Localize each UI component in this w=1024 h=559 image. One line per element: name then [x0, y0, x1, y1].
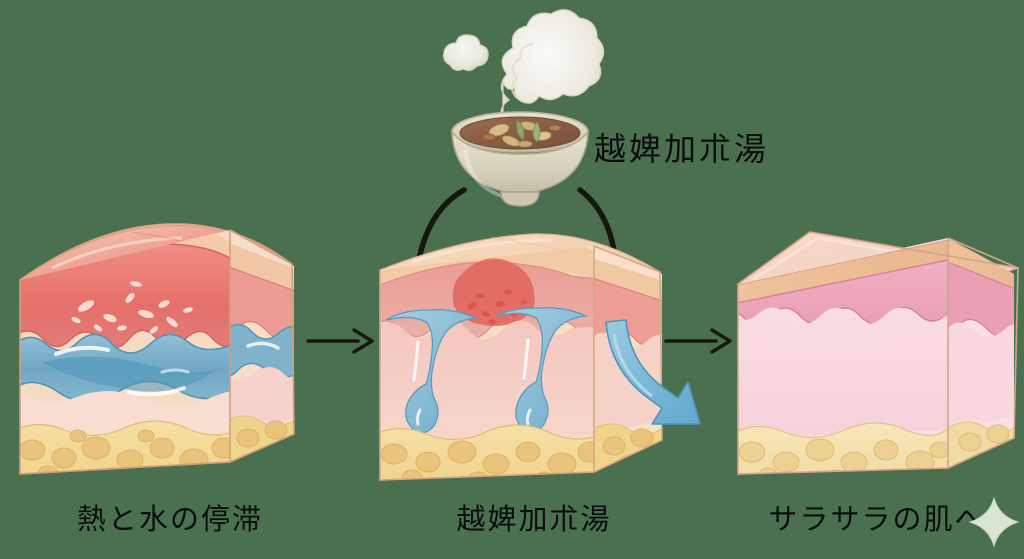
block-edges — [379, 245, 663, 481]
bowl-body — [451, 129, 589, 195]
panel-stagnation-illustration — [12, 222, 302, 487]
caption-stagnation: 熱と水の停滞 — [76, 502, 263, 536]
water-drainage — [385, 307, 589, 434]
flow-arrow-2 — [664, 326, 734, 356]
block-edges — [19, 229, 295, 475]
caption-healthy: サラサラの肌へ — [768, 502, 986, 536]
block-front-face — [380, 246, 594, 480]
sparkle-icon — [968, 496, 1020, 548]
block-edges — [737, 231, 1019, 475]
panel-healthy-illustration — [732, 222, 1022, 487]
caption-treatment: 越婢加朮湯 — [456, 502, 612, 536]
block-side-face — [230, 230, 294, 462]
steam-plume-large — [500, 9, 605, 123]
fat-cells — [738, 438, 948, 474]
herbal-soup-bowl — [425, 0, 615, 210]
water-drain-arrow — [596, 312, 716, 442]
block-front-face — [738, 238, 948, 474]
steam-puff-small — [443, 34, 489, 72]
soup-ingredients — [482, 119, 562, 148]
panel-treatment-illustration — [372, 222, 692, 487]
flow-arrow-1 — [306, 326, 376, 356]
lesion-speckles — [71, 281, 193, 334]
remedy-title: 越婢加朮湯 — [594, 130, 770, 168]
bowl-foot — [500, 191, 540, 207]
